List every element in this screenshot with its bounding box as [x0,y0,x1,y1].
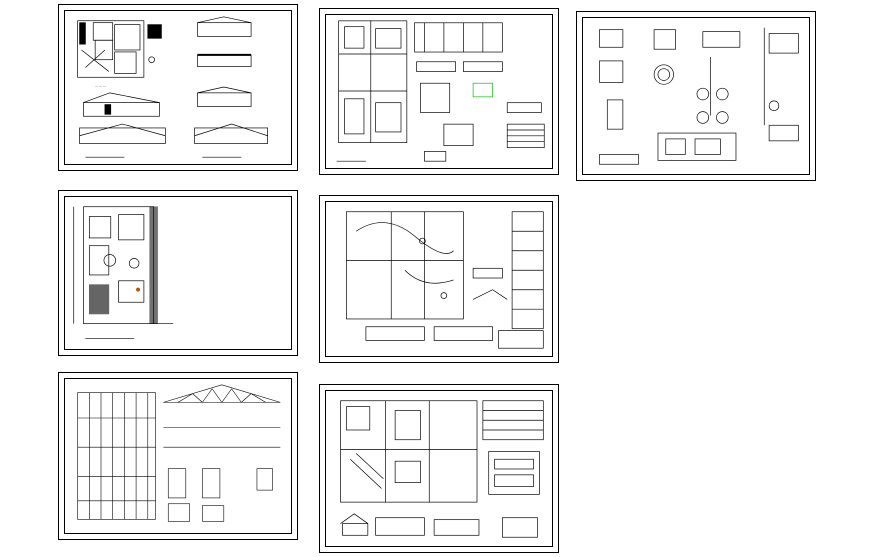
plumbing-plan-drawing [340,400,544,538]
roof-framing-drawing [77,384,281,522]
drawing-sheet-details[interactable] [576,11,816,181]
construction-details-drawing [599,27,799,165]
sheet-border [325,390,553,547]
sheet-border [64,196,292,350]
sheet-border [325,201,553,357]
sheet-border: — — — [64,10,292,165]
sheet-border [582,17,810,175]
drawing-sheet-floor-plan[interactable] [319,8,559,175]
svg-text:— — —: — — — [95,84,106,88]
sheet-border [64,378,292,534]
drawing-sheet-roof-framing[interactable] [58,372,298,540]
electrical-plan-drawing [346,211,544,349]
landscape-plan-drawing [73,206,174,339]
site-plan-drawing: — — — [77,16,268,158]
drawing-sheet-plumbing-plan[interactable] [319,384,559,553]
drawing-sheet-landscape-plan[interactable] [58,190,298,356]
floor-plan-drawing [336,20,545,162]
drawing-sheet-site-plan[interactable]: — — — [58,4,298,171]
sheet-border [325,14,553,169]
drawing-sheet-electrical-plan[interactable] [319,195,559,363]
